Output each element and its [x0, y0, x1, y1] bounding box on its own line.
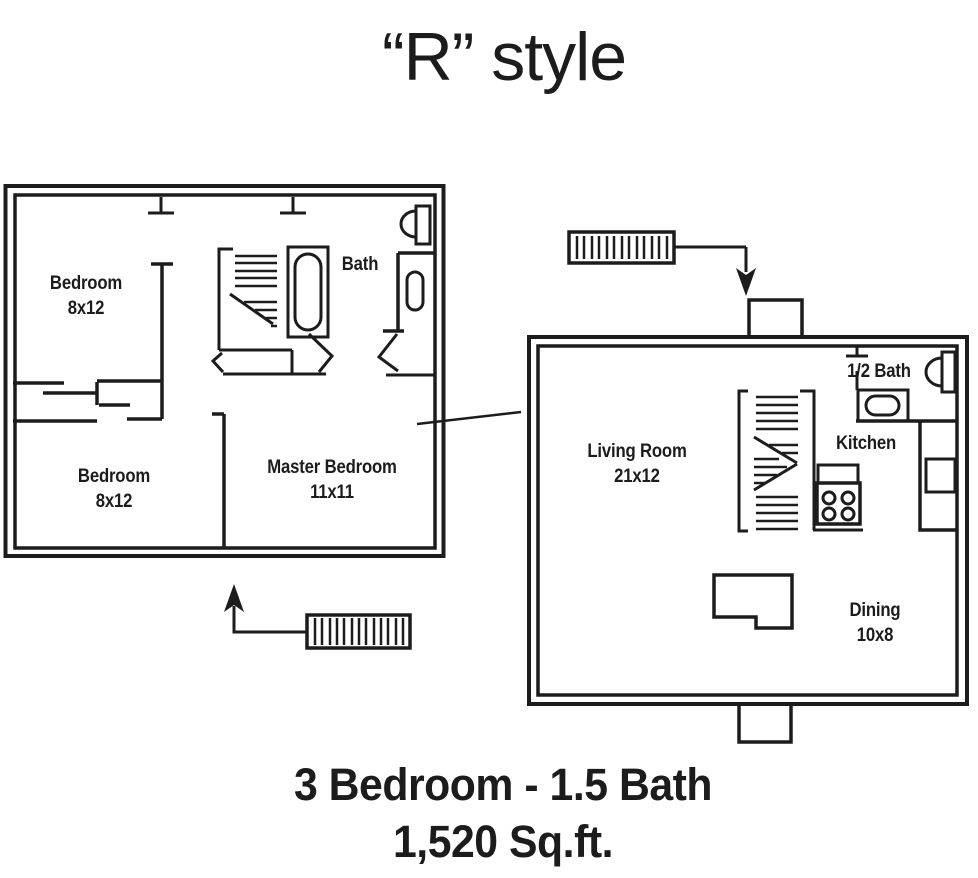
square-footage: 1,520 Sq.ft.	[392, 816, 614, 868]
main-floor-plan	[527, 230, 969, 744]
toilet-room-walls	[383, 251, 435, 333]
room-label-dining: Dining 10x8	[850, 599, 901, 648]
room-label-half-bath: 1/2 Bath	[847, 360, 911, 385]
toilet-icon	[405, 270, 425, 312]
stove-burner	[821, 490, 837, 506]
half-bath	[855, 350, 957, 423]
room-label-kitchen: Kitchen	[836, 432, 896, 457]
main-inner-wall	[536, 344, 959, 697]
bath-door-swing-icon	[307, 332, 335, 373]
bed-bath-summary: 3 Bedroom - 1.5 Bath	[293, 759, 713, 810]
floor-connector-line	[416, 410, 522, 426]
stairs-stringer	[217, 247, 233, 350]
room-name: Bedroom	[49, 273, 123, 294]
stove-burner	[840, 490, 856, 506]
room-name: Living Room	[587, 441, 687, 462]
bathtub-outline	[286, 245, 330, 339]
plan-caption: 3 Bedroom - 1.5 Bath 1,520 Sq.ft.	[293, 756, 713, 870]
toilet-door-swing-icon	[376, 333, 399, 373]
sink-icon	[399, 204, 432, 246]
kitchen-fixtures	[813, 421, 957, 532]
arrow-stem	[232, 606, 307, 634]
stairs-icon	[217, 247, 277, 350]
hall-landing-walls	[219, 348, 326, 376]
master-bedroom-wall	[212, 412, 226, 548]
stairs-stringer-right	[800, 389, 816, 530]
stove-back	[816, 463, 860, 485]
dining-table-icon	[712, 573, 794, 630]
toilet-icon	[864, 394, 901, 417]
stove-burner	[840, 506, 856, 522]
room-dims: 8x12	[67, 297, 105, 319]
room-label-living-room: Living Room 21x12	[587, 440, 686, 489]
entry-stairs-arrow	[567, 230, 756, 296]
stairs-treads	[235, 254, 277, 328]
stairs-hatch-box	[305, 613, 412, 650]
up-arrow-icon	[224, 584, 244, 612]
room-name: Bath	[341, 254, 379, 275]
window-icon	[846, 347, 868, 358]
stove-top	[815, 481, 862, 526]
sink-counter	[940, 350, 957, 394]
room-name: 1/2 Bath	[847, 361, 911, 382]
entry-vestibule	[747, 298, 804, 336]
entry-hatch-lines	[575, 236, 669, 259]
upper-floor-plan	[3, 184, 446, 650]
stairs-break-line	[229, 292, 274, 326]
sink-counter	[414, 204, 432, 246]
stairs-break-line	[753, 435, 798, 492]
room-label-bath: Bath	[341, 253, 379, 278]
stairs-stringer-left	[737, 389, 748, 533]
page-title: “R” style	[381, 19, 627, 95]
room-dims: 11x11	[310, 481, 354, 503]
room-label-bedroom-bottom: Bedroom 8x12	[78, 465, 150, 514]
down-arrow-icon	[736, 268, 756, 296]
stairs-up-arrow	[224, 584, 412, 650]
bathtub-basin	[293, 252, 323, 332]
kitchen-sink-icon	[924, 457, 957, 494]
room-dims: 21x12	[614, 465, 660, 487]
stove-icon	[813, 463, 863, 532]
window-icon	[148, 197, 306, 215]
door-swing-icon	[210, 351, 225, 374]
room-label-master-bedroom: Master Bedroom 11x11	[267, 456, 397, 505]
room-name: Master Bedroom	[267, 457, 397, 478]
stove-burner	[821, 506, 837, 522]
toilet-room	[376, 251, 435, 377]
sink-bowl	[924, 356, 943, 388]
room-dims: 8x12	[95, 490, 133, 512]
stairs-hatch-lines	[313, 618, 405, 645]
closet-walls	[13, 379, 162, 423]
room-name: Kitchen	[835, 433, 897, 454]
kitchen-counter	[918, 421, 957, 532]
hall-wall	[151, 262, 173, 419]
stairs-treads	[754, 395, 798, 531]
upper-outer-wall	[3, 184, 446, 558]
bathtub-icon	[286, 245, 330, 339]
room-name: Dining	[849, 600, 901, 621]
stairs-icon	[737, 389, 816, 533]
sink-bowl	[399, 209, 417, 239]
room-dims: 10x8	[856, 624, 894, 646]
rear-porch	[737, 704, 793, 744]
entry-arrow-stem	[674, 245, 748, 272]
room-name: Bedroom	[77, 466, 151, 487]
room-label-bedroom-top: Bedroom 8x12	[50, 272, 122, 321]
main-outer-wall	[527, 335, 969, 706]
